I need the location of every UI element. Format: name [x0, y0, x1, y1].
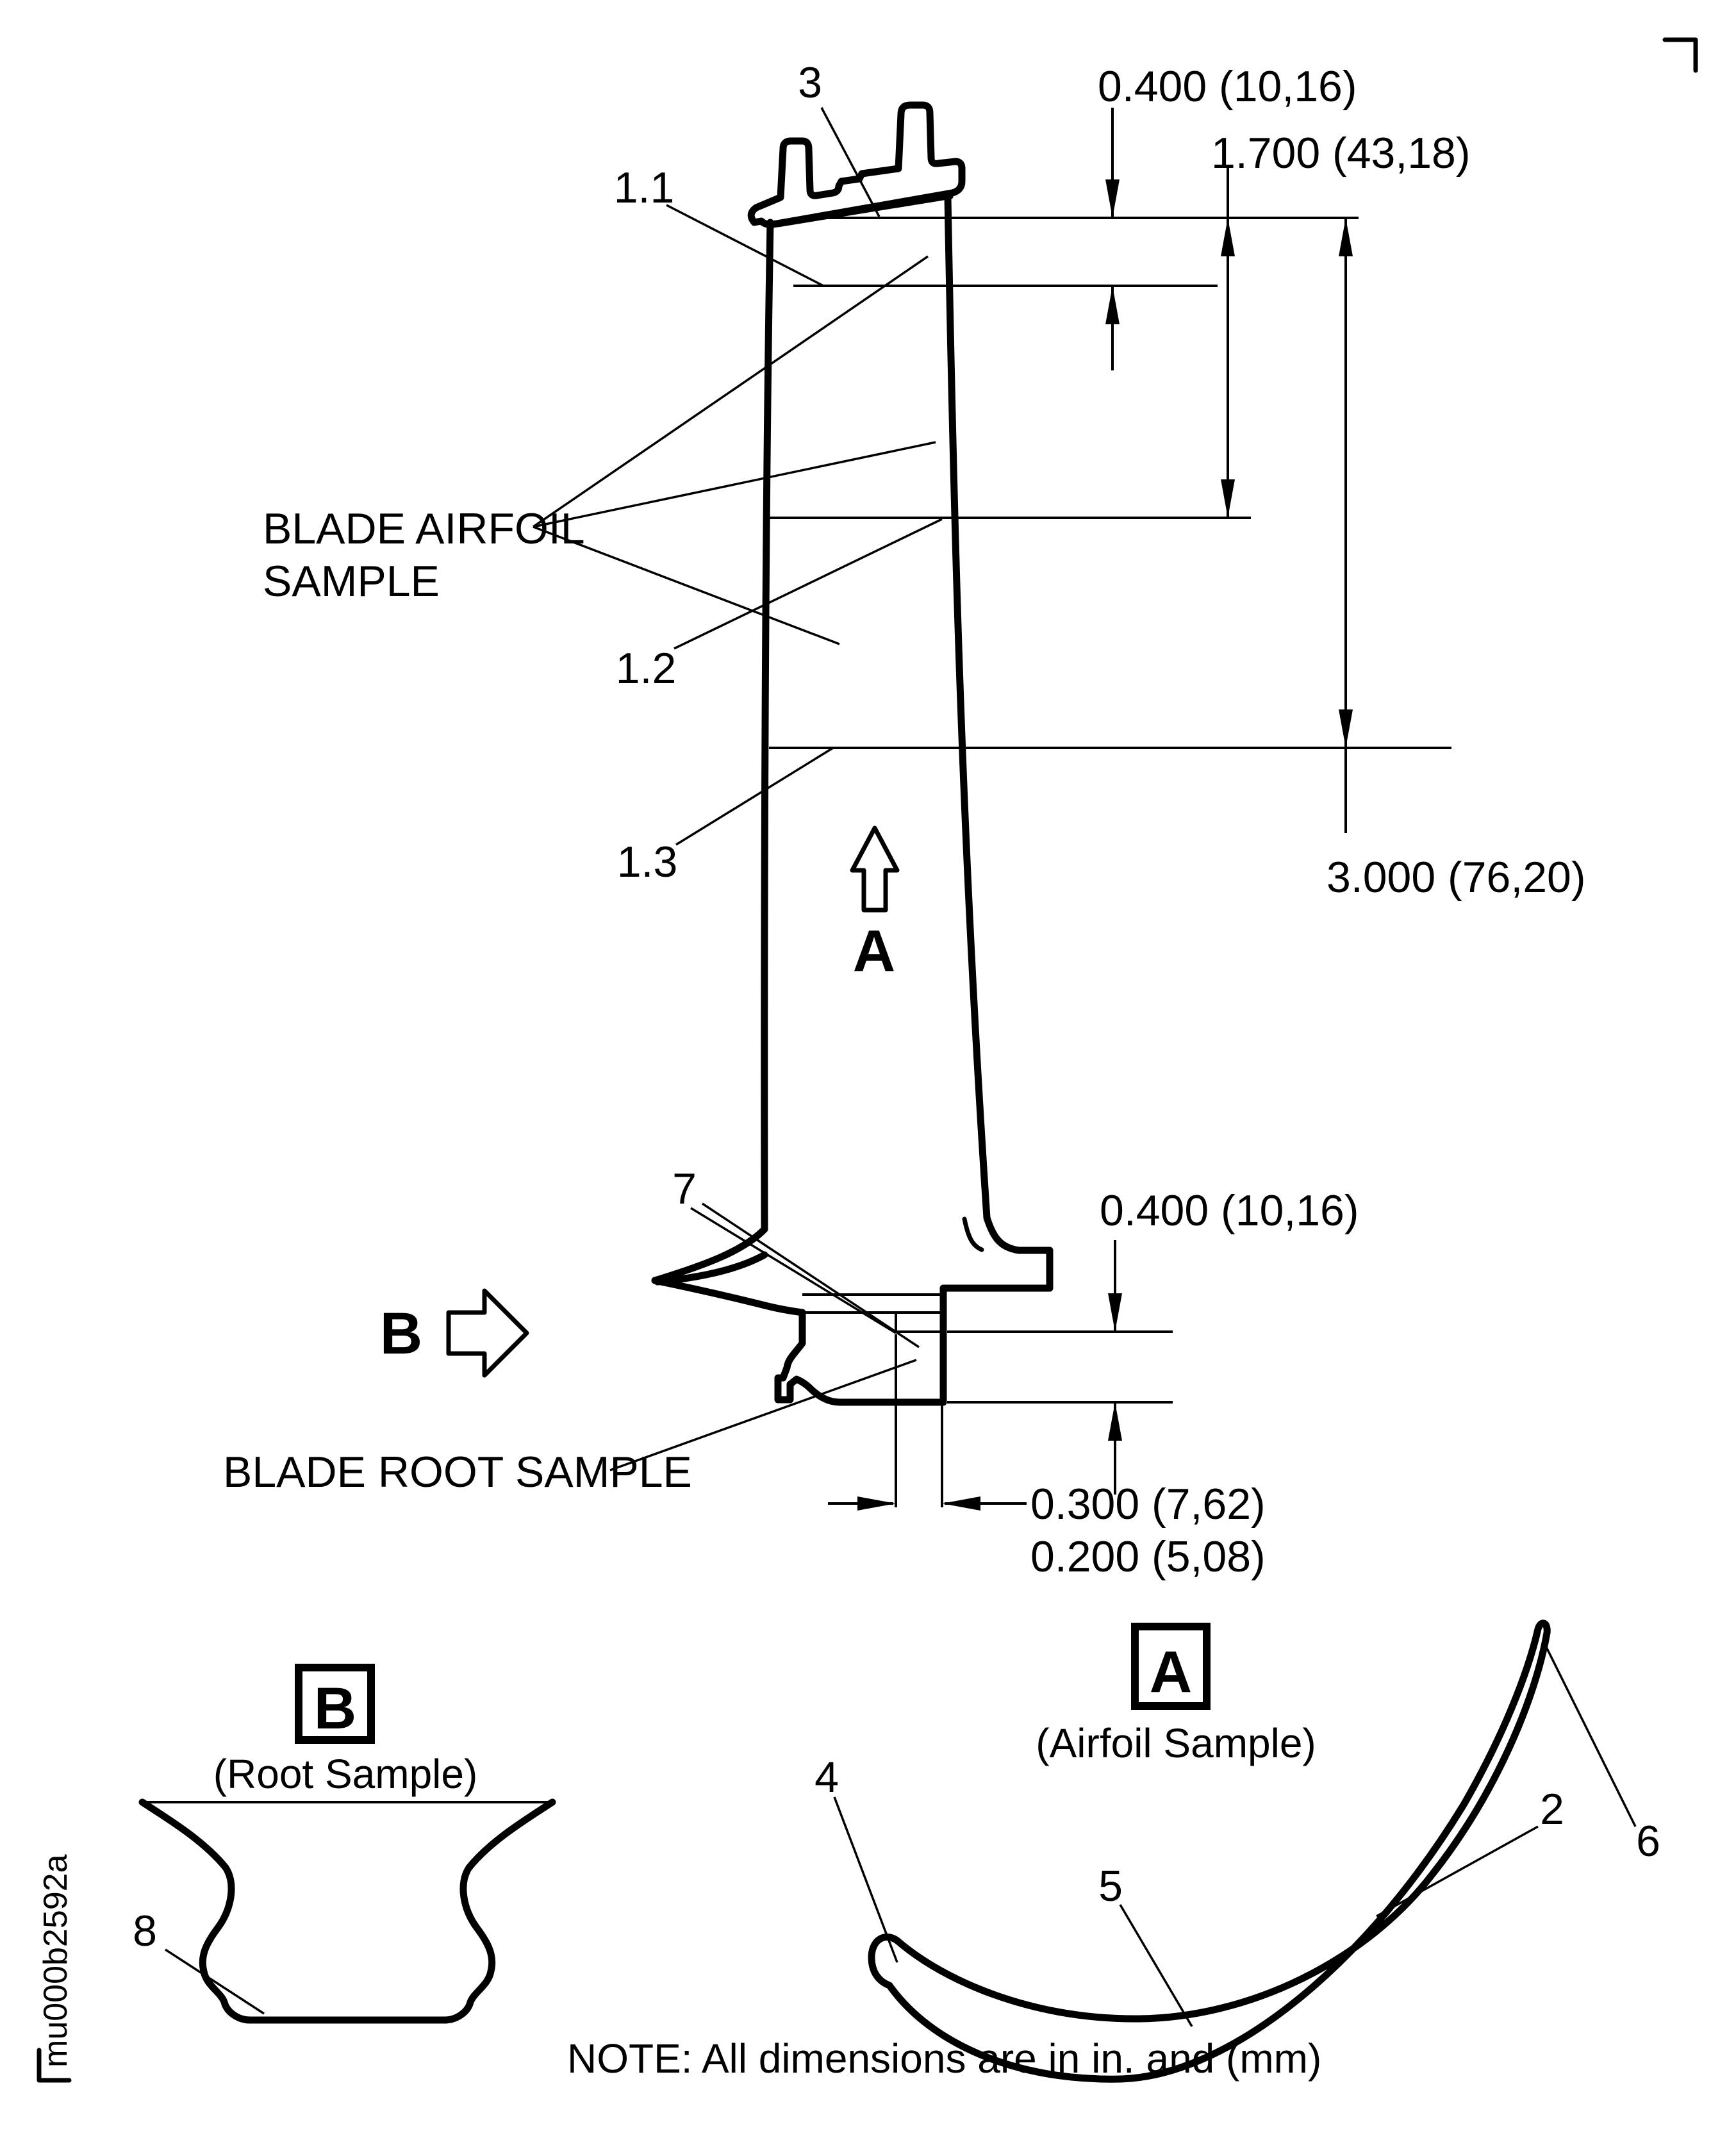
- dim-1700-arrow-top: [1221, 218, 1235, 256]
- leader-root-sample: [609, 1359, 917, 1471]
- dimension-note: NOTE: All dimensions are in in. and (mm): [567, 2035, 1321, 2082]
- blade-leading-edge: [761, 219, 774, 1233]
- dim-root-0400-arrow-up: [1108, 1402, 1122, 1441]
- dim-3000-label: 3.000 (76,20): [1327, 853, 1586, 902]
- leader-ref-7-b: [702, 1202, 920, 1348]
- detail-a-airfoil-sample: A (Airfoil Sample) 4 5 2 6: [814, 1620, 1660, 2083]
- airfoil-cross-section: [868, 1620, 1551, 2083]
- blade-tip-shroud-outline: [747, 101, 966, 228]
- ref-6-label: 6: [1636, 1817, 1660, 1866]
- ref-1-2-label: 1.2: [616, 644, 677, 693]
- dim-1700-arrow-bottom: [1221, 479, 1235, 518]
- view-b-letter: B: [380, 1301, 422, 1366]
- detail-a-marker-box: [1131, 1623, 1211, 1710]
- main-blade-view: 3 0.400 (10,16) 1.700 (43,18) 1.1 BLADE …: [223, 58, 1586, 1581]
- blade-airfoil-sample-label-line2: SAMPLE: [263, 557, 440, 606]
- dim-width-arrow-left: [942, 1496, 980, 1511]
- detail-a-caption: (Airfoil Sample): [1036, 1720, 1316, 1766]
- dim-tip-0400-label: 0.400 (10,16): [1098, 62, 1357, 111]
- leader-ref-5: [1119, 1904, 1193, 2027]
- leader-ref-3: [820, 107, 880, 217]
- view-a-letter: A: [853, 918, 895, 984]
- ref-7-label: 7: [672, 1164, 697, 1213]
- view-b-direction-arrow-icon: [446, 1288, 529, 1378]
- ref-3-label: 3: [798, 58, 822, 107]
- leader-ref-1-1: [666, 204, 824, 287]
- blade-tip-shroud-inner-edge: [775, 194, 954, 228]
- root-left-serration-and-bottom: [774, 1309, 947, 1406]
- detail-b-marker-letter: B: [314, 1676, 356, 1741]
- detail-b-root-sample: B (Root Sample) 8: [133, 1664, 556, 2024]
- root-sample-profile: [138, 1798, 556, 2024]
- leader-airfoil-sample-1: [533, 255, 929, 528]
- document-id: mu000b2592a: [37, 1854, 74, 2067]
- leader-airfoil-sample-3: [533, 526, 840, 645]
- trailing-edge-fillet-line: [962, 1216, 984, 1252]
- ref-4-label: 4: [814, 1753, 839, 1802]
- leader-ref-2: [1376, 1825, 1539, 1918]
- detail-b-caption: (Root Sample): [213, 1751, 478, 1797]
- ref-1-1-label: 1.1: [614, 163, 675, 212]
- corner-mark-bottom-left: [37, 2048, 72, 2083]
- ref-8-label: 8: [133, 1907, 157, 1955]
- leader-airfoil-sample-2: [533, 441, 936, 528]
- ref-5-label: 5: [1098, 1862, 1123, 1910]
- leader-ref-1-2: [674, 518, 943, 650]
- dim-tip-0400-arrow-up: [1105, 286, 1120, 324]
- ref-1-3-label: 1.3: [617, 838, 678, 886]
- blade-airfoil-sample-label-line1: BLADE AIRFOIL: [263, 504, 585, 553]
- platform-left-return-curve: [651, 1277, 806, 1316]
- dim-3000-arrow-top: [1339, 218, 1353, 256]
- dim-1700-label: 1.700 (43,18): [1211, 129, 1471, 178]
- dim-width-arrow-right: [857, 1496, 896, 1511]
- dim-root-0400-label: 0.400 (10,16): [1100, 1186, 1359, 1235]
- leader-ref-8: [165, 1948, 265, 2015]
- platform-left-under-curve: [654, 1251, 768, 1286]
- blade-root-sample-label: BLADE ROOT SAMPLE: [223, 1448, 692, 1496]
- view-a-direction-arrow-icon: [850, 825, 900, 913]
- dim-width-0200-label: 0.200 (5,08): [1030, 1532, 1266, 1581]
- dim-3000-arrow-bottom: [1339, 709, 1353, 748]
- detail-a-marker-letter: A: [1150, 1639, 1192, 1705]
- leader-ref-7-a: [690, 1207, 897, 1334]
- leader-ref-1-3: [675, 747, 834, 846]
- leader-ref-6: [1543, 1643, 1637, 1827]
- dim-root-0400-arrow-down: [1108, 1293, 1122, 1332]
- platform-left-top-curve: [651, 1225, 768, 1284]
- dim-width-0300-label: 0.300 (7,62): [1030, 1480, 1266, 1528]
- platform-right-and-shank-edge: [939, 1214, 1054, 1406]
- root-sample-step-line: [895, 1313, 942, 1333]
- blade-trailing-edge: [944, 194, 991, 1222]
- leader-ref-4: [833, 1796, 898, 1963]
- dim-tip-0400-arrow-down: [1105, 179, 1120, 218]
- detail-b-marker-box: [295, 1664, 375, 1744]
- ref-2-label: 2: [1540, 1785, 1564, 1834]
- corner-mark-top-right: [1662, 37, 1698, 73]
